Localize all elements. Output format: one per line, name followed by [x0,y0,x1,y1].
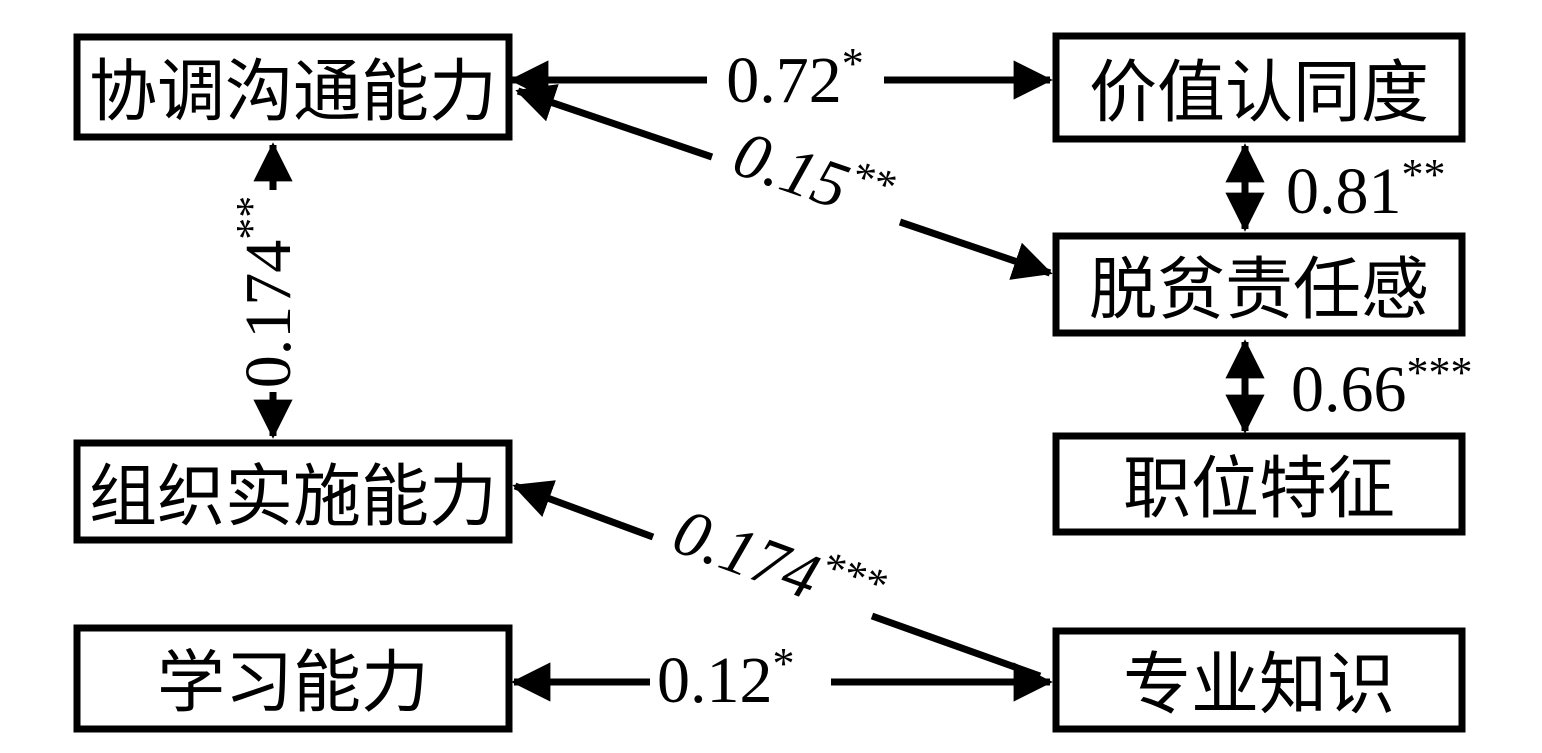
node-box-value-identity [1052,32,1466,143]
edge-line [870,612,1042,680]
node-label-value-identity: 价值认同度 [1089,55,1429,131]
node-position: 职位特征 [1052,432,1466,536]
edge-value: 0.66 [1291,353,1407,426]
node-label-organization: 组织实施能力 [89,459,497,535]
edge-label: 0.81** [1286,150,1446,228]
edge-stars: *** [1407,348,1473,397]
node-label-knowledge: 专业知识 [1123,647,1395,723]
node-label-coordination: 协调沟通能力 [89,54,497,130]
edge-label: 0.174*** [664,490,892,637]
node-responsibility: 脱贫责任感 [1052,232,1466,337]
edge-line [515,84,714,161]
edge-value: 0.174 [664,495,829,614]
edge-learning-knowledge: 0.12* [511,639,1053,717]
edge-line [898,218,1053,280]
edge-value-identity-responsibility: 0.81** [1225,143,1446,232]
edge-stars: ** [227,196,276,240]
edge-value: 0.174 [232,240,305,389]
edge-stars: * [773,639,795,688]
node-value-identity: 价值认同度 [1052,32,1466,143]
edge-label: 0.66*** [1291,348,1473,426]
node-coordination: 协调沟通能力 [73,33,513,141]
edge-label: 0.174** [227,196,305,389]
edge-responsibility-position: 0.66*** [1225,339,1473,434]
node-learning: 学习能力 [73,624,513,733]
node-label-position: 职位特征 [1123,451,1395,527]
node-box-learning [73,624,513,733]
edge-value: 0.15 [725,117,858,224]
edge-value: 0.12 [657,644,773,717]
node-box-organization [73,439,513,544]
edge-line [512,480,655,541]
edge-label: 0.72* [726,39,864,117]
edge-label: 0.12* [657,639,795,717]
edge-coordination-value-identity: 0.72* [509,39,1053,117]
edge-stars: * [842,39,864,88]
node-label-responsibility: 脱贫责任感 [1089,252,1429,328]
node-box-position [1052,432,1466,536]
node-box-coordination [73,33,513,141]
node-label-learning: 学习能力 [157,645,429,721]
node-knowledge: 专业知识 [1052,627,1466,733]
edge-value: 0.72 [726,44,842,117]
node-organization: 组织实施能力 [73,439,513,544]
edge-label: 0.15** [725,112,901,238]
edge-value: 0.81 [1286,155,1402,228]
edge-coordination-organization: 0.174** [227,142,305,439]
edge-stars: ** [1402,150,1446,199]
edge-coordination-responsibility: 0.15** [515,84,1053,280]
node-box-knowledge [1052,627,1466,733]
node-box-responsibility [1052,232,1466,337]
